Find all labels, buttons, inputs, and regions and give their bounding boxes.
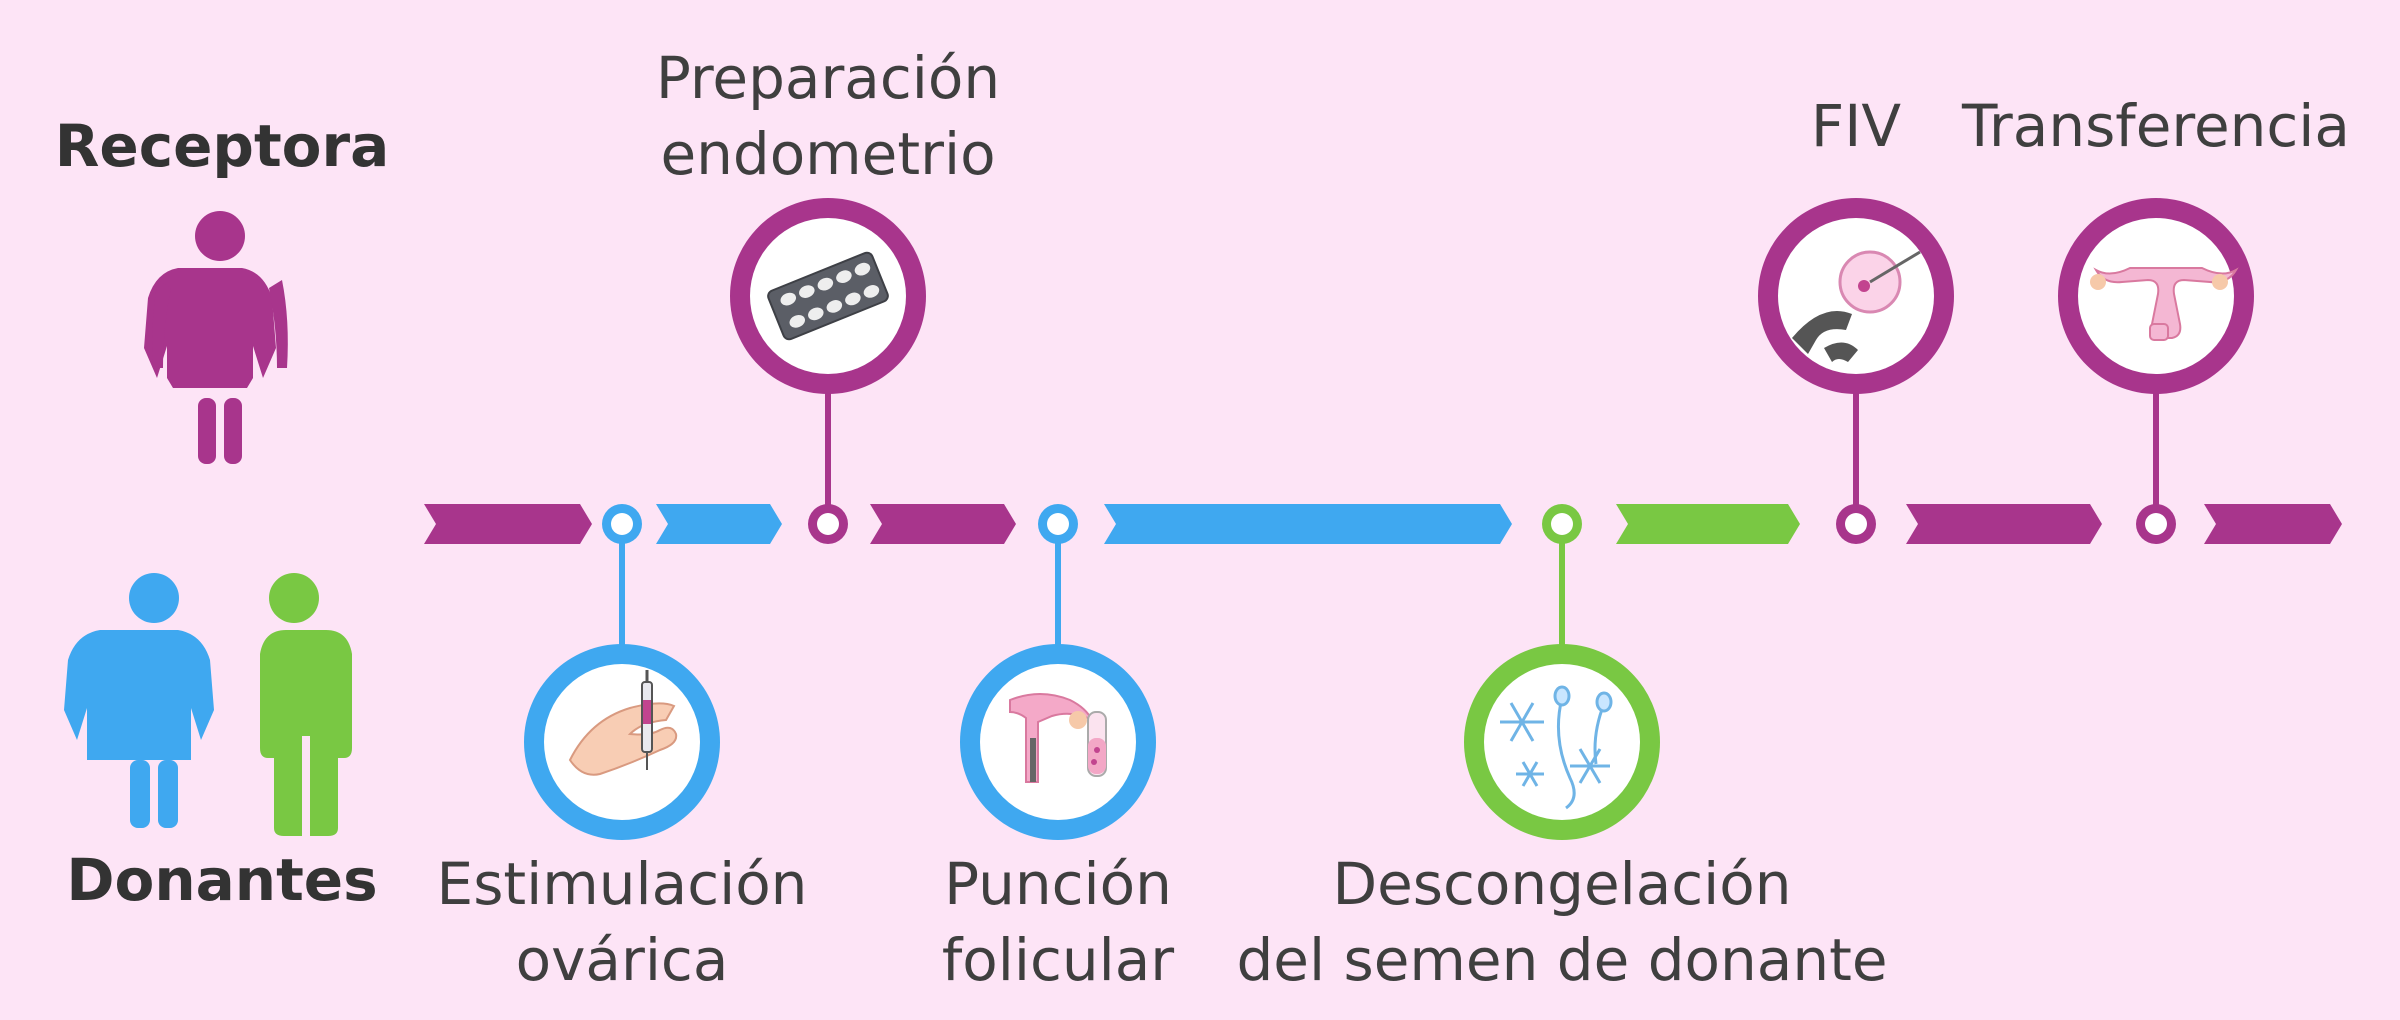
step-estimulacion bbox=[524, 504, 720, 840]
step-label-preparacion: Preparación endometrio bbox=[655, 44, 1001, 188]
step-preparacion bbox=[730, 198, 926, 544]
step-label-estimulacion: Estimulación ovárica bbox=[436, 850, 808, 994]
step-descongelacion bbox=[1464, 504, 1660, 840]
recipient-figure-icon bbox=[144, 211, 288, 464]
step-label-transferencia: Transferencia bbox=[1962, 92, 2350, 160]
step-circle-inner bbox=[2078, 218, 2234, 374]
ovary-puncture-icon bbox=[1009, 693, 1107, 783]
donors-label: Donantes bbox=[66, 846, 378, 914]
injection-hand-icon bbox=[568, 670, 678, 776]
step-transferencia bbox=[2058, 198, 2254, 544]
timeline-node-center bbox=[817, 513, 839, 535]
frozen-sperm-icon bbox=[1500, 685, 1613, 810]
timeline-node-center bbox=[1551, 513, 1573, 535]
steps-layer bbox=[524, 198, 2254, 840]
timeline-node-center bbox=[1047, 513, 1069, 535]
timeline-arrow bbox=[1616, 504, 1800, 544]
uterus-icon bbox=[2090, 267, 2239, 341]
timeline-arrow bbox=[1104, 504, 1512, 544]
step-puncion bbox=[960, 504, 1156, 840]
ivf-micromanipulation-icon bbox=[1792, 250, 1921, 362]
recipient-label: Receptora bbox=[54, 112, 390, 180]
timeline-arrows bbox=[424, 504, 2342, 544]
step-fiv bbox=[1758, 198, 1954, 544]
step-circle-inner bbox=[980, 664, 1136, 820]
timeline-arrow bbox=[656, 504, 782, 544]
timeline-arrow bbox=[424, 504, 592, 544]
step-label-puncion: Punción folicular bbox=[941, 850, 1175, 994]
timeline-node-center bbox=[2145, 513, 2167, 535]
step-label-fiv: FIV bbox=[1810, 92, 1902, 160]
male-donor-icon bbox=[260, 573, 352, 836]
timeline-arrow bbox=[1906, 504, 2102, 544]
female-donor-icon bbox=[64, 573, 214, 828]
pill-blister-icon bbox=[767, 251, 889, 341]
timeline-node-center bbox=[1845, 513, 1867, 535]
timeline-arrow bbox=[870, 504, 1016, 544]
timeline-node-center bbox=[611, 513, 633, 535]
timeline-arrow bbox=[2204, 504, 2342, 544]
step-label-descongelacion: Descongelación del semen de donante bbox=[1236, 850, 1888, 994]
